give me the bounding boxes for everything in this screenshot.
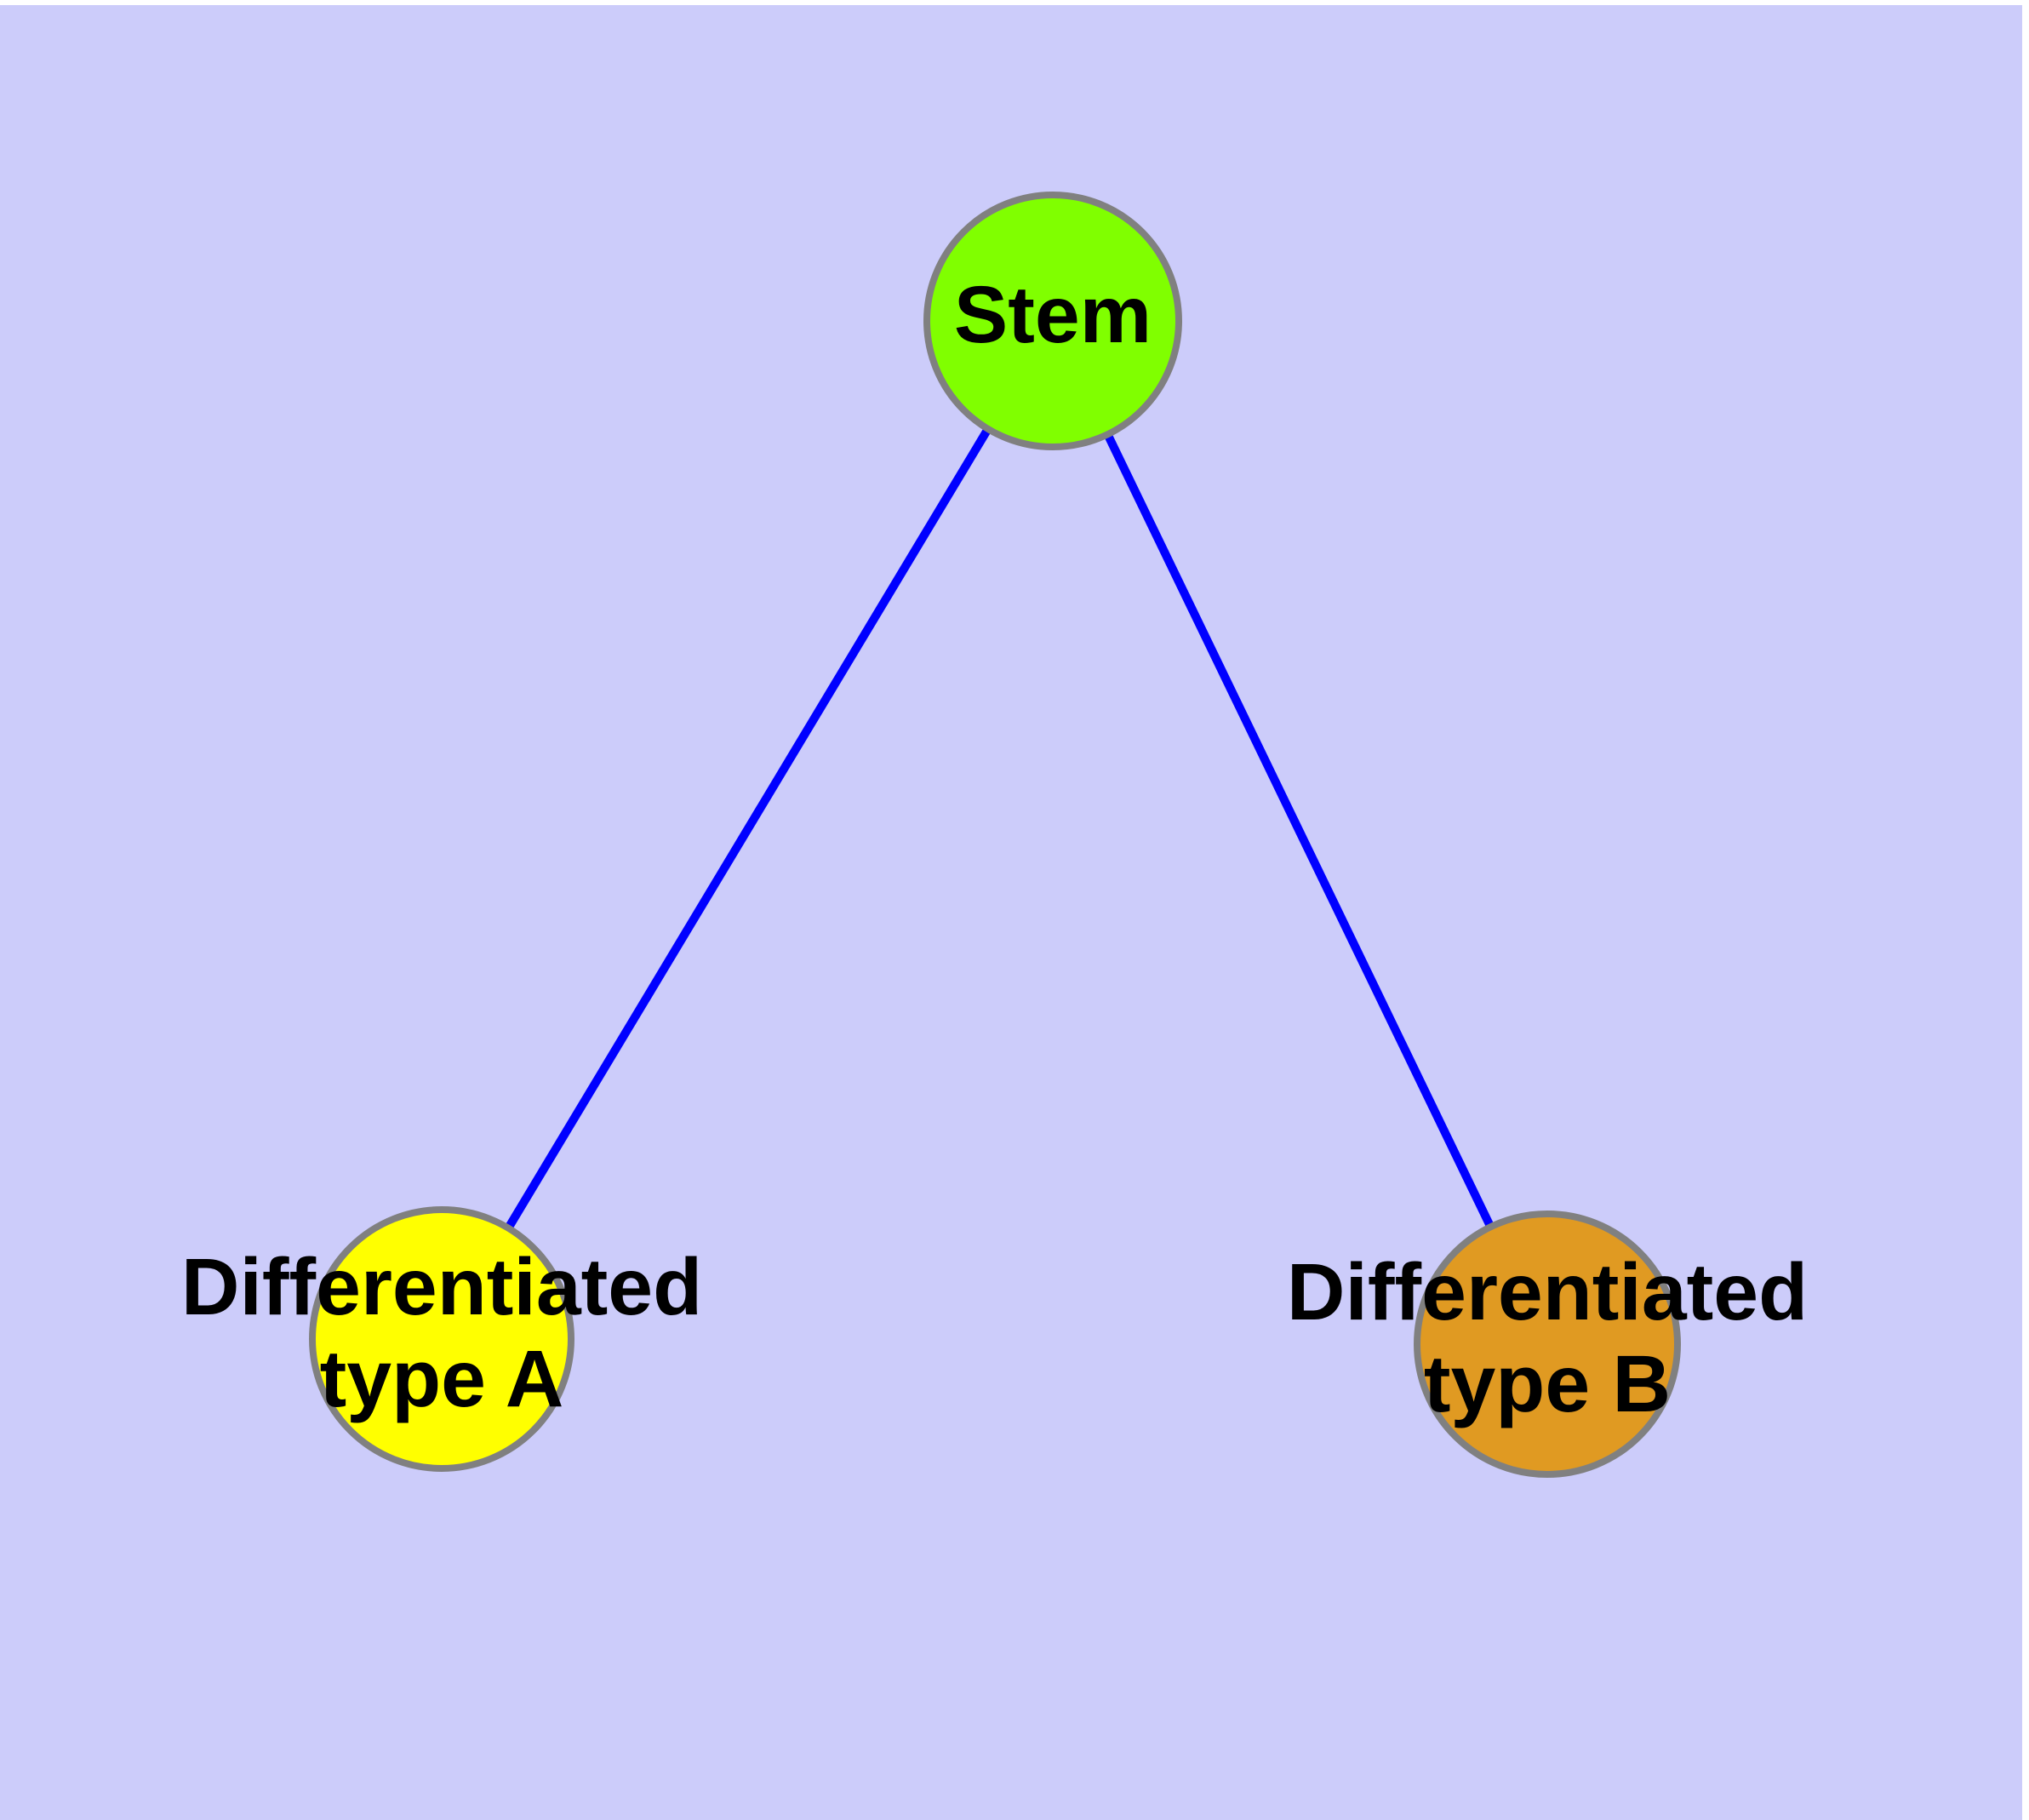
edge-stem-to-differentiated-type-a[interactable]	[500, 419, 997, 1238]
node-label-line: Differentiated	[181, 1242, 702, 1332]
node-label-line: type B	[1424, 1339, 1671, 1429]
node-stem[interactable]	[923, 192, 1182, 450]
edge-layer	[500, 419, 1499, 1238]
node-label-line: Differentiated	[1287, 1247, 1808, 1337]
node-differentiated-type-b[interactable]	[1414, 1210, 1681, 1478]
node-layer	[309, 192, 1681, 1478]
node-label-line: Stem	[954, 270, 1152, 360]
stem-node-label: Stem	[954, 270, 1152, 360]
differentiated-type-a-node-circle[interactable]	[309, 1206, 574, 1472]
node-label-line: type A	[320, 1334, 564, 1424]
edge-stem-to-differentiated-type-b[interactable]	[1100, 425, 1499, 1237]
differentiated-type-b-node-circle[interactable]	[1414, 1210, 1681, 1478]
node-differentiated-type-a[interactable]	[309, 1206, 574, 1472]
stem-node-circle[interactable]	[923, 192, 1182, 450]
